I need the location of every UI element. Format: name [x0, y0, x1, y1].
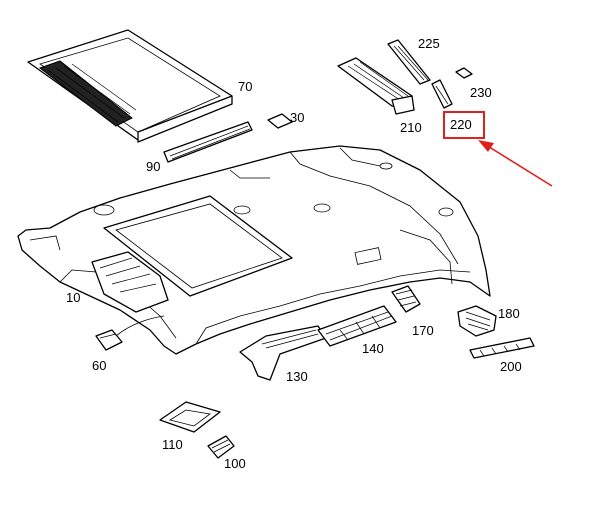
- frame-part-110: [159, 401, 221, 433]
- callout-200: 200: [500, 359, 522, 374]
- cap-part-60: [95, 329, 123, 351]
- clip-part-230: [455, 67, 473, 79]
- highlight-box-220: [443, 111, 485, 139]
- pillar-trim-part-130: [239, 325, 327, 381]
- callout-225: 225: [418, 36, 440, 51]
- callout-220: 220: [450, 117, 472, 132]
- callout-210: 210: [400, 120, 422, 135]
- callout-170: 170: [412, 323, 434, 338]
- callout-90: 90: [146, 159, 160, 174]
- sunroof-panel-part-70: [27, 29, 233, 143]
- callout-60: 60: [92, 358, 106, 373]
- highlight-arrow: [485, 144, 553, 187]
- rear-rail-part-210: [337, 57, 415, 115]
- callout-130: 130: [286, 369, 308, 384]
- callout-110: 110: [162, 437, 183, 452]
- callout-180: 180: [498, 306, 520, 321]
- bracket-part-170: [391, 285, 421, 313]
- callout-30: 30: [290, 110, 304, 125]
- trim-strip-part-90: [163, 121, 253, 163]
- strip-part-225: [387, 39, 431, 85]
- callout-230: 230: [470, 85, 492, 100]
- bracket-part-180: [457, 305, 497, 337]
- callout-100: 100: [224, 456, 246, 471]
- trim-strip-part-140: [317, 305, 397, 347]
- strip-part-220: [431, 79, 453, 109]
- highlight-arrow-head: [478, 140, 494, 152]
- callout-10: 10: [66, 290, 80, 305]
- callout-70: 70: [238, 79, 252, 94]
- headliner-part-10: [17, 145, 491, 355]
- bracket-part-100: [207, 435, 235, 459]
- strip-part-200: [469, 337, 535, 359]
- callout-140: 140: [362, 341, 384, 356]
- pad-part-30: [267, 113, 293, 129]
- leader-line-60: [115, 315, 165, 337]
